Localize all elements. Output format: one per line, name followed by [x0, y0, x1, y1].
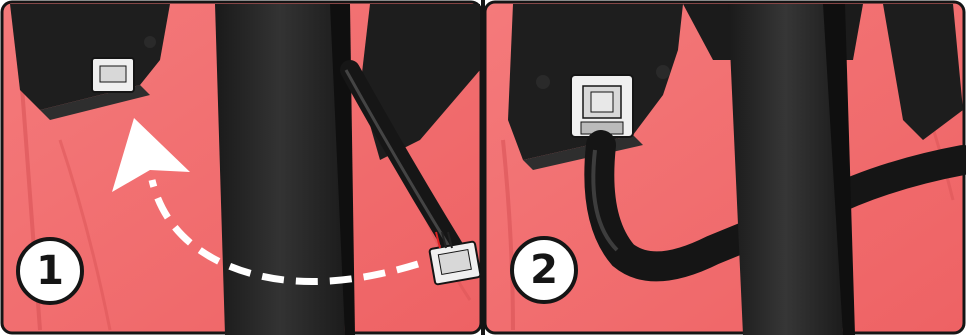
step-2-badge: 2	[510, 236, 578, 304]
screw-icon	[656, 65, 670, 79]
step-1-panel: 1	[0, 0, 483, 335]
step-1-badge: 1	[16, 237, 84, 305]
socket-connector	[571, 75, 633, 137]
step-number: 2	[530, 250, 558, 290]
step-number: 1	[36, 251, 64, 291]
frame-post	[728, 4, 843, 335]
frame-post	[215, 4, 345, 335]
step-2-panel: 2	[483, 0, 966, 335]
screw-icon	[536, 75, 550, 89]
